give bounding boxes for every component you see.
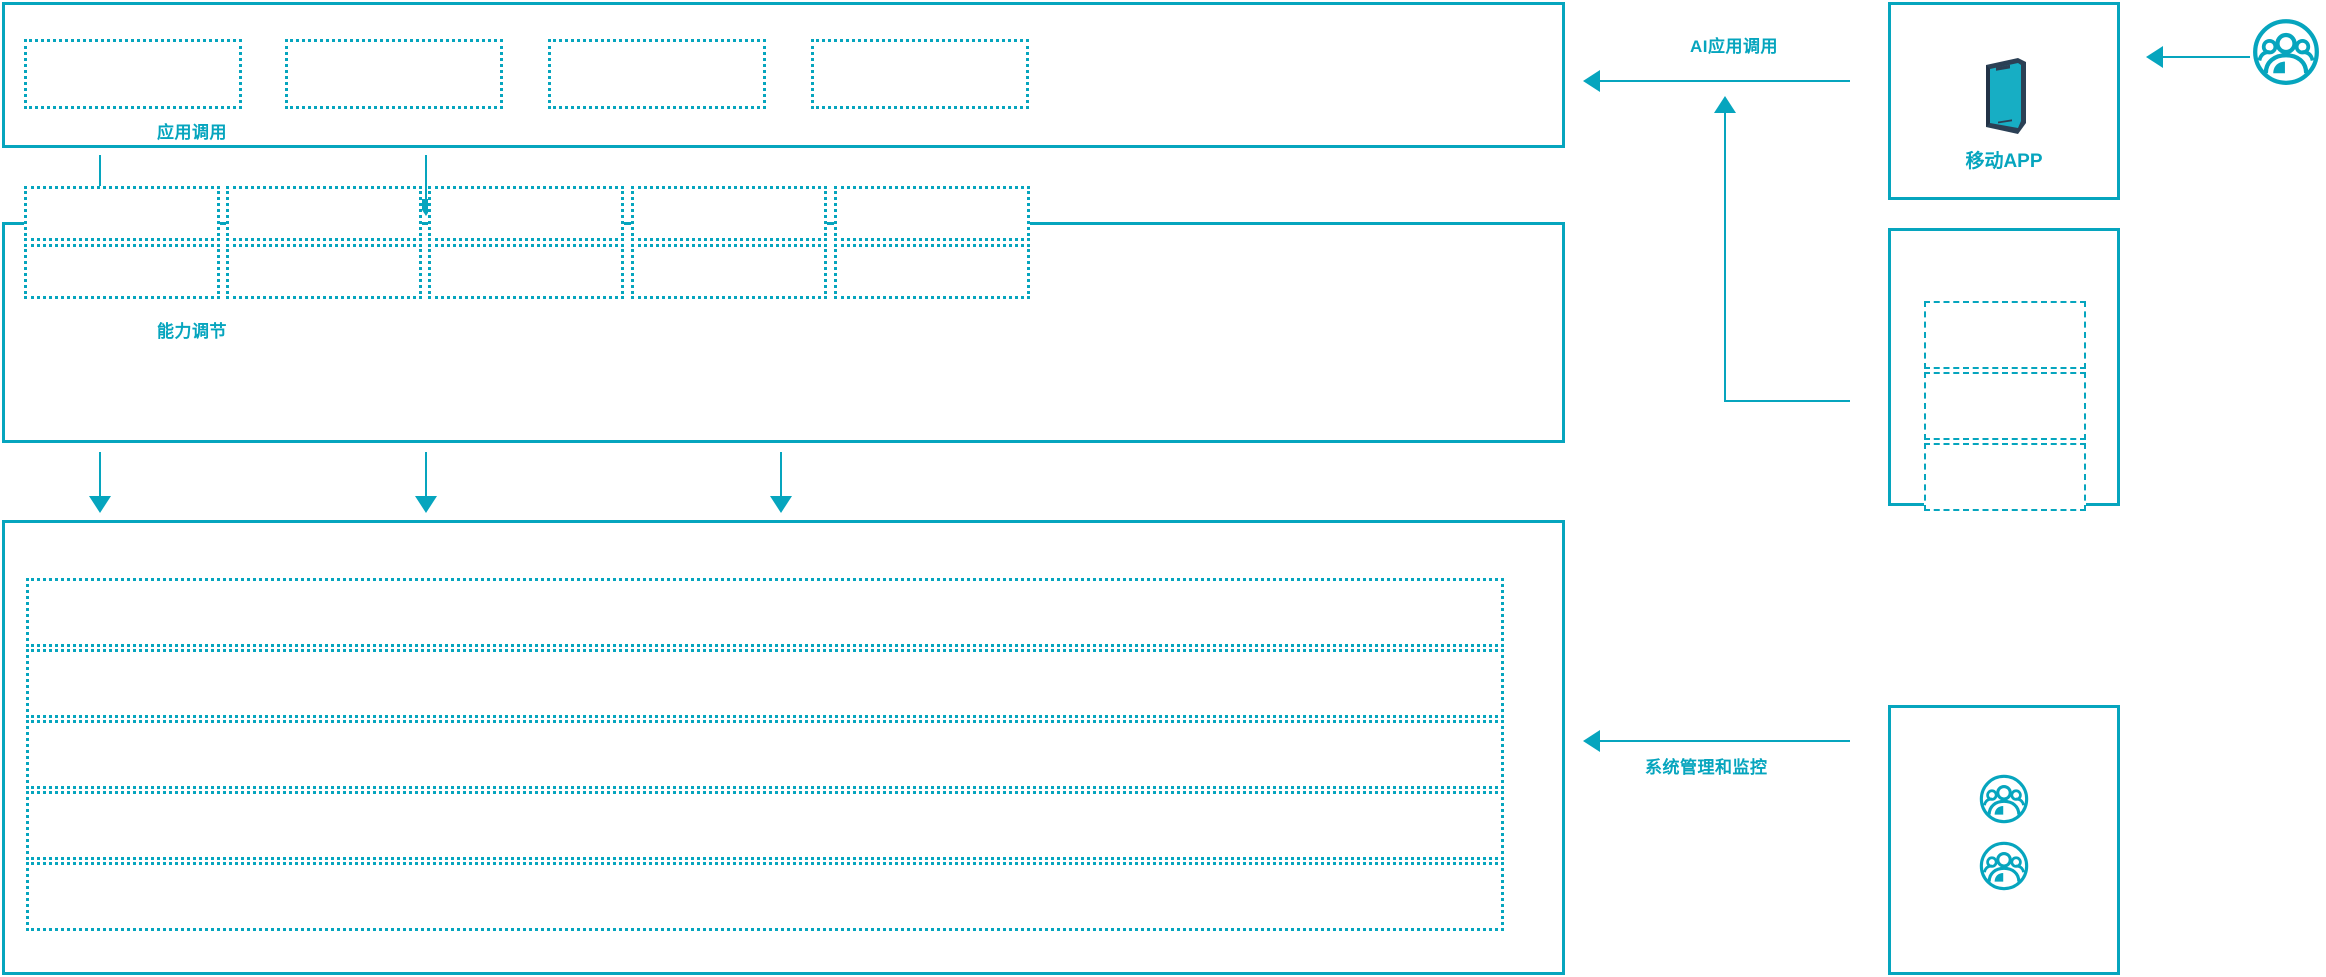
- cap-col-2-bottom[interactable]: [226, 244, 422, 299]
- platform-row-2[interactable]: [26, 649, 1504, 718]
- cap-col-4-top[interactable]: [631, 186, 827, 241]
- ai-app-call-arrow-shaft: [1600, 80, 1850, 82]
- cap-col-1-top[interactable]: [24, 186, 220, 241]
- cap-col-5-bottom[interactable]: [834, 244, 1030, 299]
- platform-row-3[interactable]: [26, 720, 1504, 789]
- ai-app-call-riser-foot: [1724, 400, 1850, 402]
- app-box-2[interactable]: [285, 39, 503, 109]
- platform-row-4[interactable]: [26, 791, 1504, 860]
- capability-arrow-head-3: [770, 496, 792, 513]
- ai-app-call-arrow-head: [1583, 70, 1600, 92]
- cap-col-1-bottom[interactable]: [24, 244, 220, 299]
- channel-box-3[interactable]: [1924, 443, 2086, 511]
- mobile-app-caption: 移动APP: [1965, 151, 2043, 172]
- platform-row-5[interactable]: [26, 862, 1504, 931]
- external-user-arrow-shaft: [2163, 56, 2250, 58]
- system-monitor-arrow-shaft: [1600, 740, 1850, 742]
- system-monitor-label: 系统管理和监控: [1645, 758, 1768, 777]
- capability-arrow-shaft-2: [425, 452, 427, 498]
- capability-arrow-head-1: [89, 496, 111, 513]
- admin-panel: [1888, 705, 2120, 975]
- external-user-group-icon[interactable]: [2252, 18, 2320, 86]
- capability-adjust-label: 能力调节: [157, 322, 227, 341]
- ai-app-call-label: AI应用调用: [1690, 37, 1778, 56]
- app-call-arrow-shaft-1: [99, 155, 101, 202]
- system-monitor-arrow-head: [1583, 730, 1600, 752]
- capability-arrow-head-2: [415, 496, 437, 513]
- app-box-4[interactable]: [811, 39, 1029, 109]
- cap-col-4-bottom[interactable]: [631, 244, 827, 299]
- platform-row-1[interactable]: [26, 578, 1504, 647]
- app-call-arrow-shaft-2: [425, 155, 427, 202]
- cap-col-3-top[interactable]: [428, 186, 624, 241]
- capability-arrow-shaft-1: [99, 452, 101, 498]
- cap-col-3-bottom[interactable]: [428, 244, 624, 299]
- app-box-3[interactable]: [548, 39, 766, 109]
- cap-col-5-top[interactable]: [834, 186, 1030, 241]
- application-layer-panel: [2, 2, 1565, 148]
- app-call-label: 应用调用: [157, 123, 227, 142]
- smartphone-icon: [1978, 55, 2030, 137]
- admin-user-group-icon-2[interactable]: [1979, 841, 2029, 891]
- channel-box-1[interactable]: [1924, 301, 2086, 369]
- ai-app-call-riser-head: [1714, 96, 1736, 113]
- capability-arrow-shaft-3: [780, 452, 782, 498]
- external-user-arrow-head: [2146, 46, 2163, 68]
- cap-col-2-top[interactable]: [226, 186, 422, 241]
- admin-user-group-icon-1[interactable]: [1979, 774, 2029, 824]
- ai-app-call-riser-shaft: [1724, 112, 1726, 402]
- channel-box-2[interactable]: [1924, 372, 2086, 440]
- app-box-1[interactable]: [24, 39, 242, 109]
